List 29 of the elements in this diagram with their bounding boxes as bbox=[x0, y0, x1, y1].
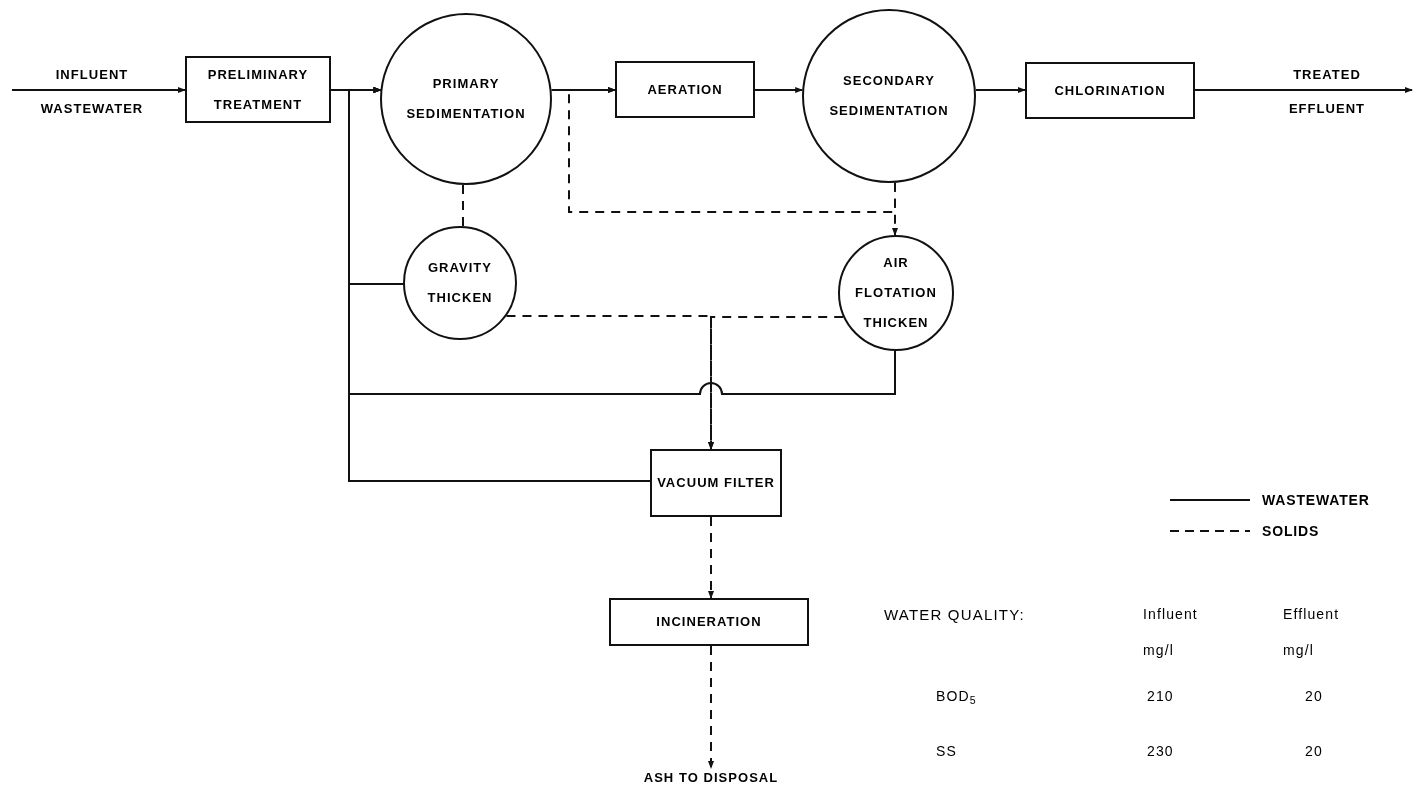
arrow bbox=[754, 87, 804, 93]
table-cell-text: 20 bbox=[1305, 687, 1323, 706]
table-cell-text: Influent bbox=[1143, 605, 1198, 624]
table-heading: WATER QUALITY: bbox=[884, 605, 1025, 625]
table-cell-text: SS bbox=[936, 742, 957, 761]
process-box: INCINERATION bbox=[609, 598, 809, 646]
table-cell-text: 210 bbox=[1147, 687, 1174, 706]
edge-label: INFLUENT WASTEWATER bbox=[39, 66, 145, 118]
process-box: AERATION bbox=[615, 61, 755, 118]
dashed-arrow bbox=[708, 316, 845, 450]
table-cell-text: Effluent bbox=[1283, 605, 1340, 624]
output-label: ASH TO DISPOSAL bbox=[610, 768, 812, 788]
edge-label: TREATED EFFLUENT bbox=[1287, 66, 1367, 118]
dashed-arrow bbox=[708, 645, 714, 769]
dashed-arrow bbox=[568, 87, 896, 213]
table-cell-text: 20 bbox=[1305, 742, 1323, 761]
table-cell-text: mg/l bbox=[1283, 641, 1314, 660]
arrow bbox=[1194, 87, 1413, 93]
process-box: VACUUM FILTER bbox=[650, 449, 782, 517]
table-cell-text: 230 bbox=[1147, 742, 1174, 761]
legend-text: SOLIDS bbox=[1262, 522, 1320, 541]
process-box: PRELIMINARY TREATMENT bbox=[185, 56, 331, 123]
dashed-arrow bbox=[708, 516, 714, 599]
table-cell-text: mg/l bbox=[1143, 641, 1174, 660]
arrow bbox=[11, 87, 186, 93]
legend-text: WASTEWATER bbox=[1262, 491, 1370, 510]
table-cell-text: BOD$_{5}$ bbox=[936, 687, 977, 707]
arrow bbox=[348, 87, 651, 482]
process-box: CHLORINATION bbox=[1025, 62, 1195, 119]
